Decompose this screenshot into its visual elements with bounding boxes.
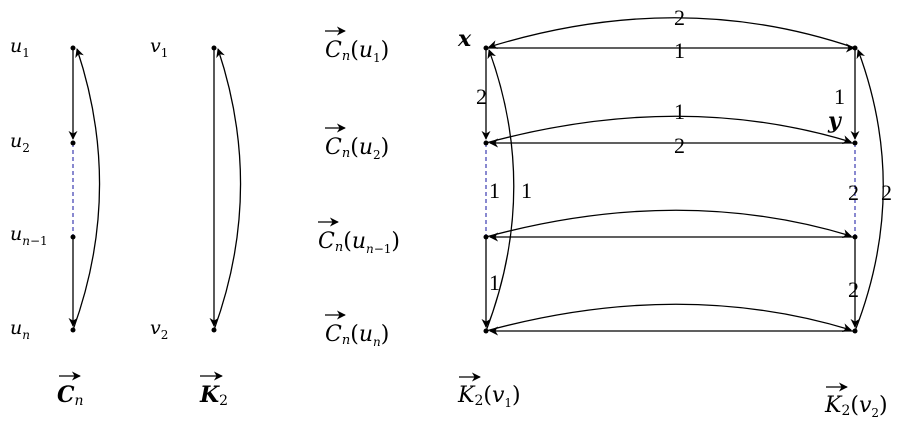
- weight-row2-arc: 1: [674, 99, 685, 124]
- caption-cn: Cn: [57, 371, 84, 409]
- edge-top-arc: [488, 17, 856, 49]
- cn-node-un-1: [70, 234, 76, 240]
- weight-top-arc: 2: [674, 5, 685, 30]
- vertex-x-label: x: [457, 26, 472, 52]
- svg-text:Cn(u1): Cn(u1): [325, 38, 389, 65]
- cn-edge-un-u1: [72, 48, 101, 331]
- row-label-3: Cn(un−1): [318, 217, 400, 256]
- label-u2: u2: [10, 130, 30, 155]
- weight-left-seg1: 2: [476, 84, 487, 109]
- cn-node-un: [70, 327, 76, 333]
- svg-text:K2: K2: [199, 382, 228, 409]
- cn-graph: u1 u2 un−1 un Cn: [10, 35, 101, 409]
- caption-k2-v2: K2(v2): [824, 382, 888, 420]
- label-v2: v2: [150, 317, 168, 342]
- node-r4-right: [852, 328, 858, 334]
- svg-text:K2(v2): K2(v2): [824, 393, 888, 420]
- node-r3-left: [483, 234, 489, 240]
- row-label-2: Cn(u2): [325, 123, 389, 162]
- weight-left-seg3: 1: [489, 270, 500, 295]
- edge-right-arc: [854, 49, 884, 332]
- cn-node-u2: [70, 140, 76, 146]
- node-r2-left: [483, 140, 489, 146]
- svg-text:K2(v1): K2(v1): [457, 383, 521, 410]
- node-r2-right: [852, 140, 858, 146]
- label-un-1: un−1: [10, 223, 48, 248]
- weight-left-dash: 1: [489, 178, 500, 203]
- label-v1: v1: [150, 35, 168, 60]
- label-un: un: [10, 317, 30, 342]
- row-label-4: Cn(un): [325, 310, 389, 349]
- k2-graph: v1 v2 K2: [150, 35, 242, 409]
- svg-text:Cn: Cn: [57, 382, 84, 409]
- weight-right-dash: 2: [848, 180, 859, 205]
- weight-row2-straight: 2: [674, 133, 685, 158]
- row-label-1: Cn(u1): [325, 26, 389, 65]
- svg-text:Cn(un−1): Cn(un−1): [318, 229, 400, 256]
- svg-text:Cn(un): Cn(un): [325, 322, 389, 349]
- edge-row2-arc: [485, 115, 852, 144]
- k2-node-v1: [211, 45, 217, 51]
- k2-edge-v2-v1: [213, 48, 242, 331]
- caption-k2-v1: K2(v1): [457, 372, 521, 410]
- edge-row3-arc: [485, 209, 852, 238]
- row-labels: Cn(u1) Cn(u2) Cn(un−1) Cn(un): [318, 26, 400, 349]
- k2-node-v2: [211, 327, 217, 333]
- node-r1-left: [483, 45, 489, 51]
- weight-row1-straight: 1: [674, 38, 685, 63]
- node-r4-left: [483, 328, 489, 334]
- caption-k2: K2: [199, 371, 228, 409]
- edge-row4-arc: [485, 303, 852, 332]
- vertex-y-label: y: [827, 108, 843, 134]
- svg-text:Cn(u2): Cn(u2): [325, 135, 389, 162]
- weight-right-seg3: 2: [848, 277, 859, 302]
- product-graph: x y 2 1 1 2 2 1 1 1 1 2 2 2 K2(v1) K2(v2…: [457, 5, 892, 420]
- label-u1: u1: [10, 35, 30, 60]
- node-r1-right: [852, 45, 858, 51]
- edge-left-arc: [485, 49, 515, 332]
- weight-right-seg1: 1: [834, 84, 845, 109]
- cn-node-u1: [70, 45, 76, 51]
- weight-left-arc: 1: [521, 178, 532, 203]
- node-r3-right: [852, 234, 858, 240]
- weight-right-arc: 2: [881, 180, 892, 205]
